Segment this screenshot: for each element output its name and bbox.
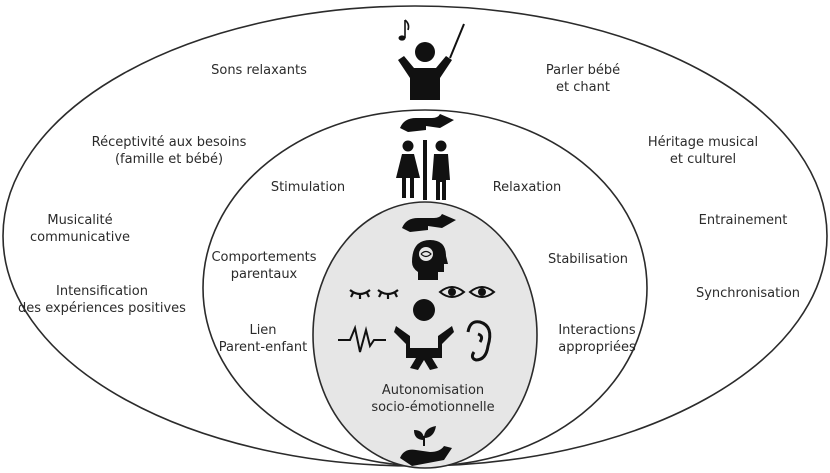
label-line: appropriées [558,340,636,355]
label-relaxation: Relaxation [493,179,562,196]
label-line: Synchronisation [695,286,801,301]
giving-hand-icon-2 [402,214,456,232]
label-musicalite: Musicalité communicative [30,212,130,246]
label-receptivite: Réceptivité aux besoins (famille et bébé) [92,134,247,168]
label-line: Intensification [55,284,148,299]
conductor-icon [398,19,465,100]
label-line: Réceptivité aux besoins [91,135,247,150]
label-line: Sons relaxants [211,63,307,78]
label-line: Héritage musical [647,135,759,150]
label-line: Comportements [211,250,317,265]
open-eyes-icon [438,286,496,298]
hand-with-plant-icon [400,426,452,466]
label-line: Entrainement [698,213,788,228]
heartbeat-icon [338,324,386,353]
label-intensification: Intensification des expériences positives [18,283,186,317]
label-parler: Parler bébé et chant [546,62,620,96]
label-line: des expériences positives [18,301,186,316]
inner-ellipse [312,201,538,469]
label-line: (famille et bébé) [114,152,224,167]
label-line: Stimulation [270,180,346,195]
label-stabilisation: Stabilisation [548,251,628,268]
label-line: socio-émotionnelle [371,400,495,415]
label-autonomisation: Autonomisation socio-émotionnelle [371,382,494,416]
label-line: Relaxation [492,180,562,195]
baby-icon [394,299,454,370]
ear-icon [466,320,492,362]
label-line: et chant [556,80,610,95]
label-synchronisation: Synchronisation [696,285,800,302]
label-entrainement: Entrainement [699,212,788,229]
parents-icon [396,140,450,200]
label-line: Interactions [558,323,636,338]
brain-head-icon [412,240,448,280]
label-line: Musicalité [47,213,113,228]
label-line: Stabilisation [547,252,629,267]
label-stimulation: Stimulation [271,179,345,196]
closed-eyes-icon [349,289,399,299]
label-line: parentaux [230,267,298,282]
label-heritage: Héritage musical et culturel [648,134,758,168]
label-line: communicative [29,230,131,245]
label-line: et culturel [669,152,737,167]
label-line: Autonomisation [381,383,485,398]
label-interactions: Interactions appropriées [558,322,635,356]
giving-hand-icon [400,114,454,132]
label-line: Lien [249,323,277,338]
label-line: Parent-enfant [218,340,308,355]
label-line: Parler bébé [545,63,621,78]
label-sons: Sons relaxants [211,62,307,79]
label-comportements: Comportements parentaux [211,249,316,283]
